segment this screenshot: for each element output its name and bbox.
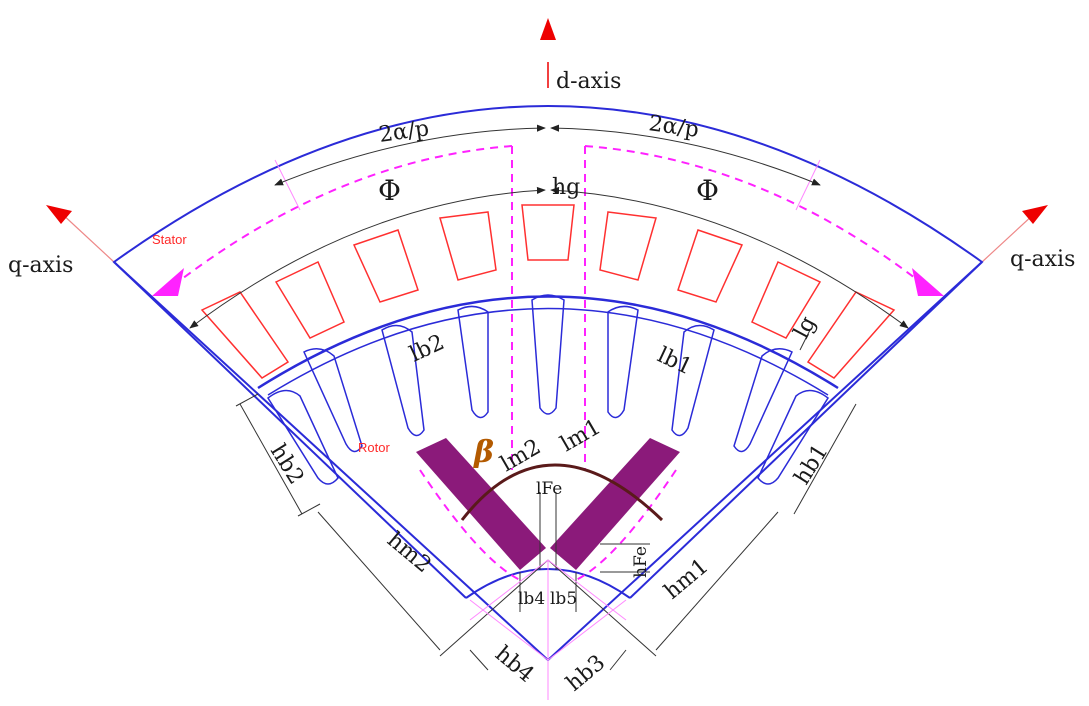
- dimension-lines: [189, 124, 909, 671]
- q-axis-left-label: q-axis: [8, 253, 73, 278]
- flux-right-label: Φ: [696, 174, 719, 207]
- stator-slots: [200, 204, 896, 379]
- q-axis-right: [981, 205, 1048, 263]
- flux-arrow-right-icon: [912, 268, 944, 296]
- q-axis-left: [46, 205, 115, 263]
- hb2-label: hb2: [265, 440, 309, 489]
- q-axis-left-arrow-icon: [46, 205, 72, 224]
- lfe-label: lFe: [536, 479, 562, 499]
- beta-arc: [460, 463, 664, 522]
- rotor-label: Rotor: [358, 440, 390, 455]
- flux-paths: [159, 145, 939, 581]
- beta-label: β: [473, 435, 494, 470]
- lb4-label: lb4: [518, 589, 545, 609]
- lb5-label: lb5: [550, 589, 577, 609]
- flux-arrow-left-icon: [152, 268, 184, 296]
- hb4-label: hb4: [490, 641, 538, 687]
- pole-arc-right-label: 2α/p: [647, 111, 700, 143]
- hm2-label: hm2: [382, 527, 436, 578]
- q-axis-right-label: q-axis: [1010, 247, 1075, 272]
- d-axis-arrow-icon: [540, 18, 556, 40]
- lb1-label: lb1: [653, 343, 695, 381]
- flux-left-label: Φ: [378, 174, 401, 207]
- stator-label: Stator: [152, 232, 187, 247]
- q-axis-right-arrow-icon: [1022, 205, 1048, 224]
- d-axis: [540, 18, 556, 88]
- lg-label: lg: [789, 312, 821, 342]
- pole-arc-left-label: 2α/p: [377, 116, 430, 148]
- hg-label: hg: [552, 175, 580, 200]
- magnet-right: [550, 438, 680, 570]
- magnets: [416, 438, 680, 570]
- magnet-left: [416, 438, 546, 570]
- lm1-label: lm1: [557, 415, 606, 458]
- stator-bore: [257, 295, 839, 390]
- hfe-label: hFe: [631, 546, 651, 578]
- d-axis-label: d-axis: [556, 69, 621, 94]
- hb3-label: hb3: [562, 650, 610, 696]
- rotor-slots: [267, 294, 829, 485]
